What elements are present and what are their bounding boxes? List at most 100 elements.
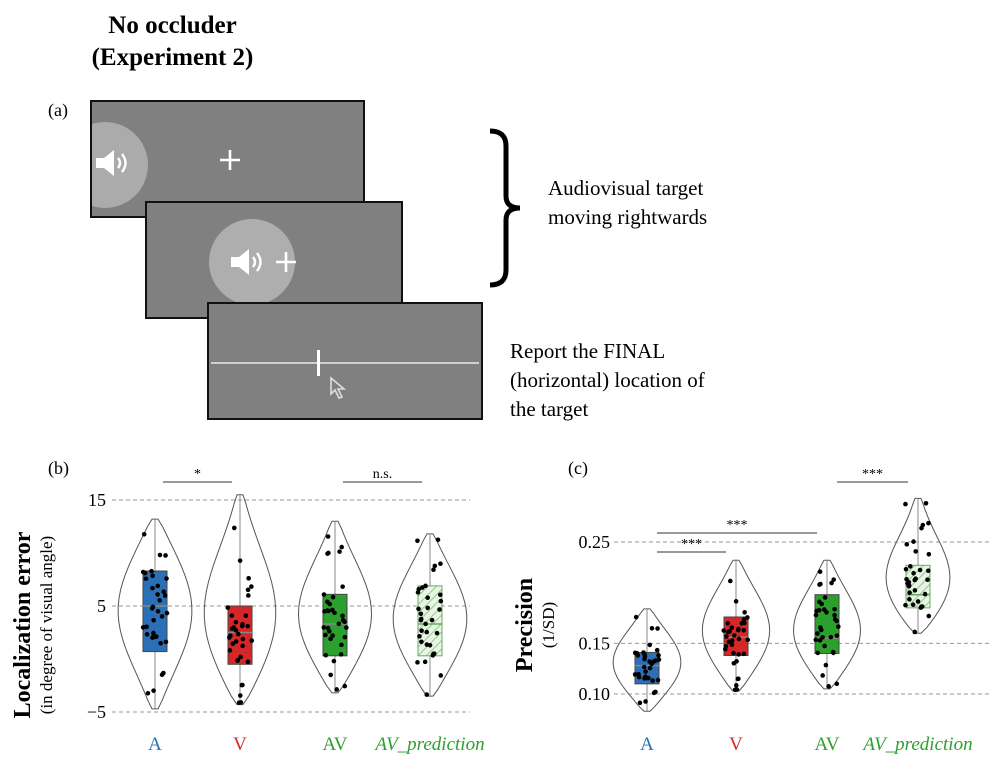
data-point	[415, 590, 421, 595]
response-marker	[317, 350, 320, 376]
data-point	[144, 632, 150, 637]
significance-label: n.s.	[373, 467, 392, 482]
data-point	[420, 585, 425, 590]
data-point	[155, 592, 160, 597]
data-point	[328, 672, 333, 678]
report-line-1: Report the FINAL	[510, 339, 666, 363]
data-point	[733, 683, 739, 688]
data-point	[157, 552, 163, 558]
data-point	[141, 531, 147, 537]
data-point	[423, 621, 428, 627]
data-point	[725, 621, 731, 626]
data-point	[339, 642, 344, 648]
data-point	[240, 682, 245, 688]
data-point	[926, 613, 932, 619]
data-point	[903, 501, 908, 507]
data-point	[438, 561, 443, 566]
chart-c-ylabel-sub: (1/SD)	[539, 601, 558, 649]
panel-c-label: (c)	[568, 458, 588, 478]
data-point	[331, 658, 337, 664]
data-point	[434, 630, 440, 636]
data-point	[722, 646, 728, 652]
data-point	[918, 605, 924, 610]
data-point	[908, 564, 913, 569]
data-point	[161, 589, 167, 595]
chart-c-ylabel-title: Precision	[512, 577, 538, 673]
data-point	[815, 650, 821, 656]
data-point	[834, 681, 840, 687]
report-line-3: the target	[510, 397, 589, 421]
data-point	[227, 648, 233, 653]
data-point	[237, 693, 243, 698]
significance-label: ***	[727, 518, 748, 533]
data-point	[328, 636, 333, 642]
data-point	[651, 659, 657, 664]
data-point	[911, 539, 916, 544]
y-tick-label: 0.15	[579, 633, 611, 653]
data-point	[323, 652, 329, 658]
data-point	[245, 659, 251, 665]
data-point	[813, 612, 819, 618]
data-point	[736, 626, 741, 632]
data-point	[822, 643, 827, 649]
data-point	[237, 558, 243, 563]
data-point	[818, 625, 823, 630]
data-point	[741, 627, 746, 633]
data-point	[245, 587, 251, 593]
data-point	[159, 614, 165, 619]
data-point	[911, 570, 916, 576]
data-point	[424, 692, 430, 697]
data-point	[817, 582, 822, 587]
data-point	[643, 699, 648, 704]
data-point	[150, 604, 156, 610]
data-point	[334, 687, 339, 692]
data-point	[913, 549, 918, 554]
data-point	[745, 637, 751, 643]
data-point	[238, 700, 244, 705]
data-point	[435, 537, 441, 543]
data-point	[912, 588, 918, 593]
data-point	[824, 610, 829, 615]
mouse-cursor-icon	[330, 376, 347, 399]
y-tick-label: 0.25	[579, 532, 611, 552]
data-point	[151, 630, 156, 636]
data-point	[323, 632, 328, 638]
data-point	[249, 584, 254, 589]
data-point	[150, 585, 155, 591]
moving-line-1: Audiovisual target	[548, 176, 704, 200]
data-point	[429, 617, 435, 623]
data-point	[342, 634, 348, 640]
data-point	[228, 633, 233, 638]
data-point	[654, 647, 660, 653]
data-point	[829, 580, 834, 586]
category-label-AV: AV	[815, 734, 840, 755]
data-point	[163, 639, 169, 645]
data-point	[834, 618, 839, 624]
data-point	[734, 687, 740, 692]
data-point	[246, 593, 251, 598]
data-point	[728, 578, 733, 584]
data-point	[321, 625, 327, 630]
data-point	[643, 674, 648, 679]
data-point	[154, 634, 159, 639]
chart-b-ylabel: Localization error (in degree of visual …	[10, 475, 70, 775]
data-point	[339, 544, 344, 550]
title-line-1: No occluder	[108, 12, 237, 39]
data-point	[233, 628, 239, 633]
data-point	[425, 605, 430, 611]
data-point	[229, 613, 235, 618]
data-point	[240, 643, 245, 649]
data-point	[432, 563, 438, 569]
data-point	[834, 633, 840, 638]
data-point	[729, 625, 735, 630]
data-point	[820, 673, 825, 678]
y-tick-label: 15	[88, 490, 106, 510]
data-point	[733, 599, 739, 604]
data-point	[249, 638, 255, 643]
data-point	[325, 551, 330, 556]
data-point	[151, 618, 156, 623]
data-point	[828, 634, 834, 640]
data-point	[162, 593, 168, 598]
data-point	[325, 599, 330, 605]
